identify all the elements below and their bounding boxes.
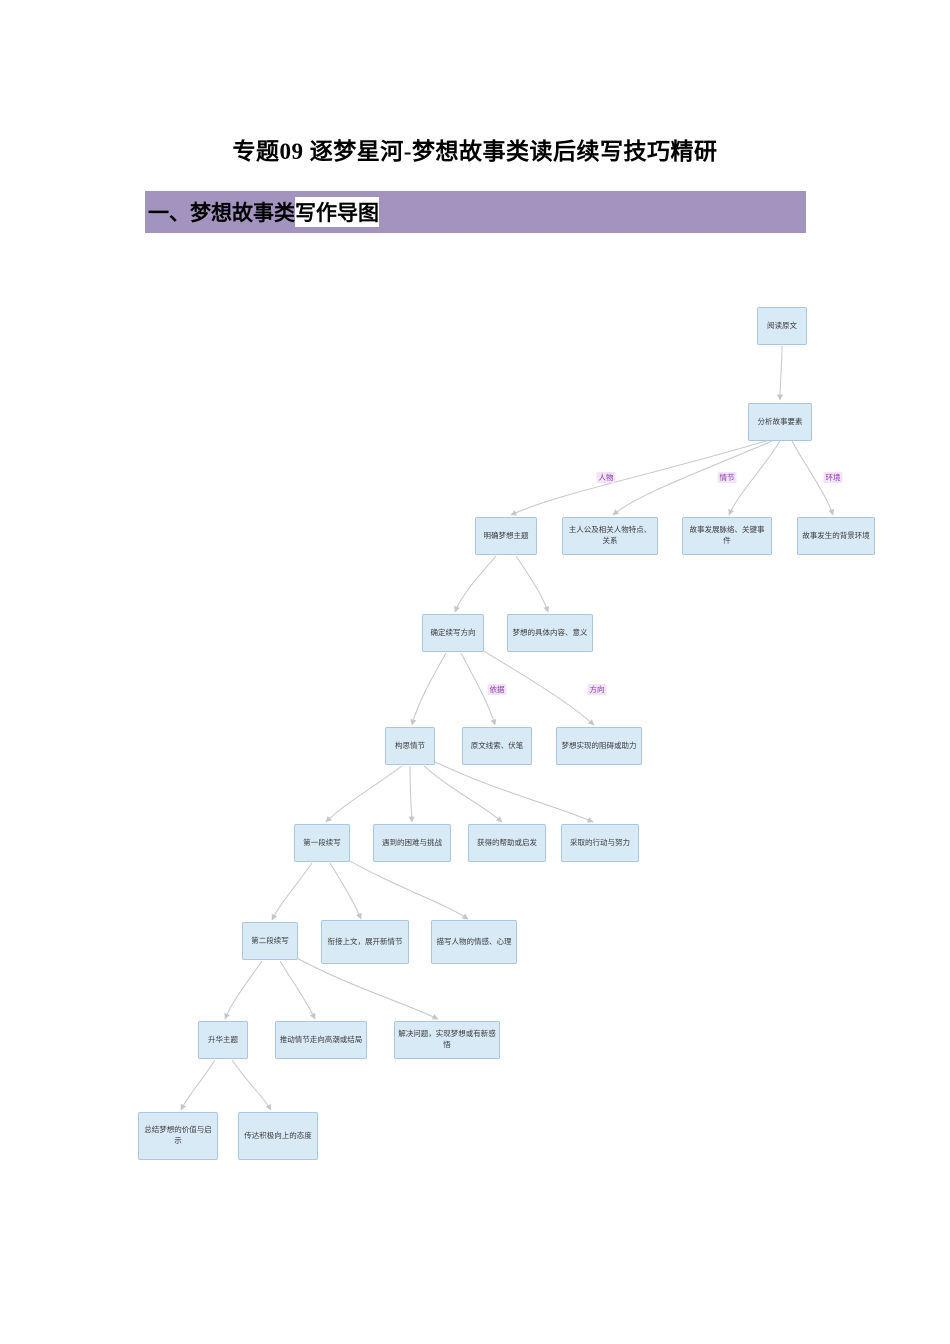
node-dream-obstacles-help: 梦想实现的阻碍或助力 [556, 727, 642, 765]
node-help-or-inspiration: 获得的帮助或启发 [468, 824, 546, 862]
node-clarify-dream-theme: 明确梦想主题 [475, 517, 537, 555]
node-plot-development-key-events: 故事发展脉络、关键事件 [682, 517, 772, 555]
section-heading-highlight: 写作导图 [295, 197, 379, 227]
node-analyze-story-elements: 分析故事要素 [748, 403, 812, 441]
node-actions-efforts: 采取的行动与努力 [561, 824, 639, 862]
edge-label-basis: 依据 [487, 684, 507, 695]
node-solve-problem-realize-dream: 解决问题，实现梦想或有新感悟 [394, 1021, 500, 1059]
node-first-paragraph-continuation: 第一段续写 [294, 824, 350, 862]
node-sublimate-theme: 升华主题 [198, 1021, 248, 1059]
node-determine-writing-direction: 确定续写方向 [422, 614, 484, 652]
node-describe-emotions-psychology: 描写人物的情感、心理 [431, 920, 517, 964]
node-second-paragraph-continuation: 第二段续写 [242, 922, 298, 960]
page-title: 专题09 逐梦星河-梦想故事类读后续写技巧精研 [232, 139, 718, 164]
node-push-plot-climax-ending: 推动情节走向高潮或结局 [275, 1021, 367, 1059]
section-heading-text: 一、梦想故事类 [148, 201, 295, 225]
node-original-clues-foreshadowing: 原文线索、伏笔 [462, 727, 532, 765]
node-summarize-dream-value: 总结梦想的价值与启示 [138, 1112, 218, 1160]
node-convey-positive-attitude: 传达积极向上的态度 [238, 1112, 318, 1160]
node-protagonist-traits-relations: 主人公及相关人物特点、关系 [562, 517, 658, 555]
node-read-original: 阅读原文 [757, 307, 807, 345]
edge-label-direction: 方向 [587, 684, 607, 695]
edge-label-plot: 情节 [717, 472, 737, 483]
node-dream-content-meaning: 梦想的具体内容、意义 [507, 614, 593, 652]
node-difficulties-challenges: 遇到的困难与挑战 [373, 824, 451, 862]
section-heading-banner: 一、梦想故事类写作导图 [145, 191, 806, 233]
edge-label-characters: 人物 [596, 472, 616, 483]
node-connect-context-new-plot: 衔接上文，展开新情节 [321, 920, 409, 964]
node-conceive-plot: 构思情节 [385, 727, 435, 765]
node-story-background-setting: 故事发生的背景环境 [797, 517, 875, 555]
edge-label-environment: 环境 [823, 472, 843, 483]
